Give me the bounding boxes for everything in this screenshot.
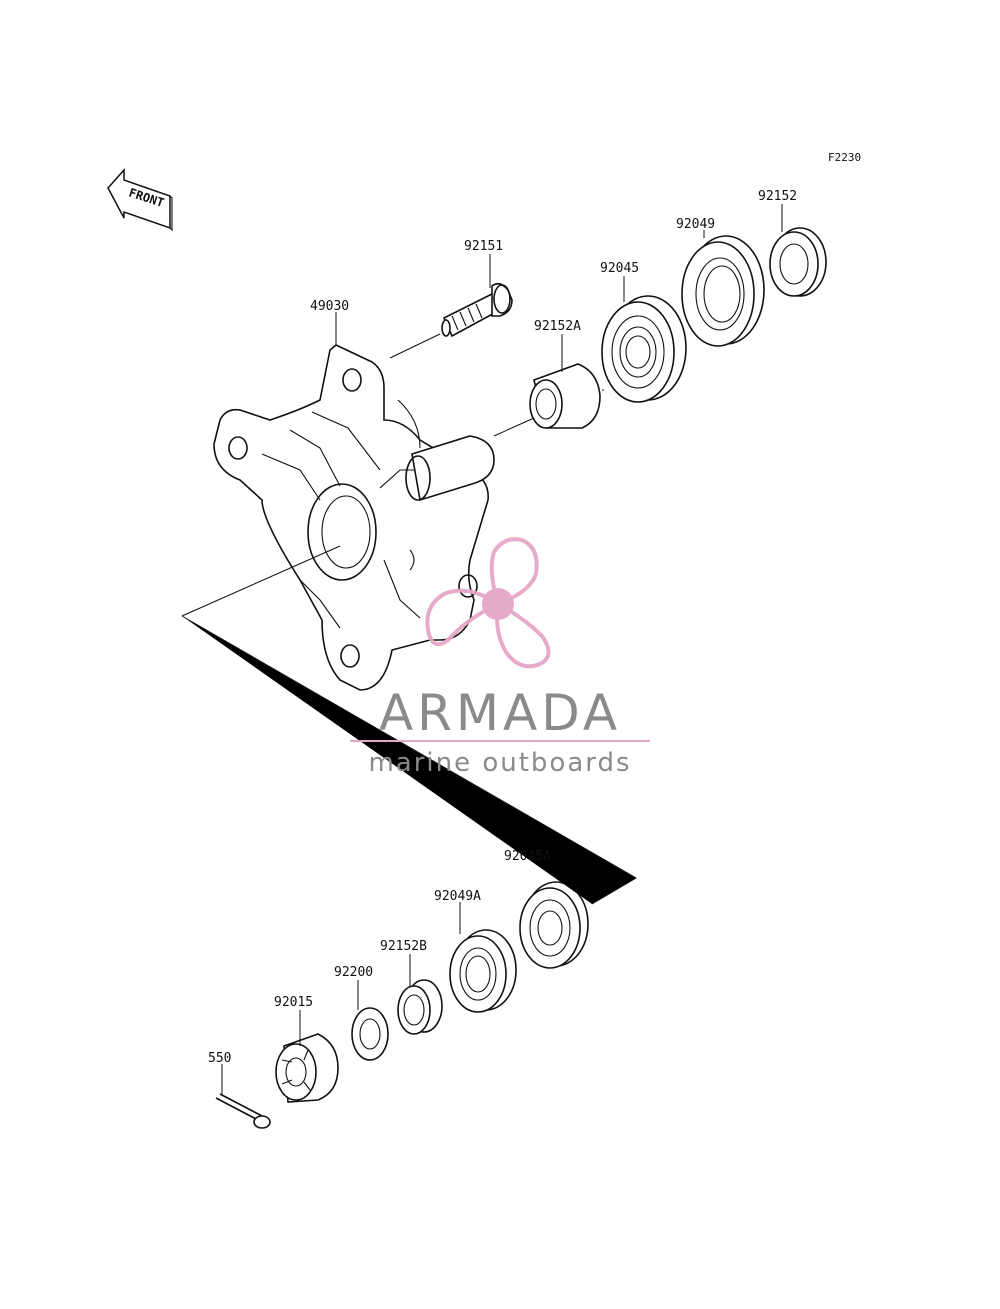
leader-lines	[221, 204, 783, 1094]
label-bearing-lower: 92045A	[504, 849, 551, 864]
label-bearing-upper: 92045	[600, 261, 639, 276]
stud-92151[interactable]	[441, 282, 513, 338]
label-collar-upper: 92152	[758, 189, 797, 204]
watermark-title: ARMADA	[379, 684, 621, 742]
diagram-code: F2230	[828, 151, 861, 164]
label-seal-lower: 92049A	[434, 889, 481, 904]
nut-92015[interactable]	[275, 1033, 339, 1103]
front-arrow-icon: FRONT	[107, 168, 173, 232]
label-nut: 92015	[274, 995, 313, 1010]
label-collar-b: 92152B	[380, 939, 427, 954]
label-seal-upper: 92049	[676, 217, 715, 232]
hub-49030[interactable]	[213, 344, 495, 691]
armada-watermark: ARMADA marine outboards	[350, 537, 650, 778]
watermark-subtitle: marine outboards	[368, 748, 631, 778]
collar-92152a[interactable]	[529, 363, 601, 429]
collar-92152b[interactable]	[397, 979, 443, 1035]
seal-92049[interactable]	[681, 235, 765, 347]
label-washer: 92200	[334, 965, 373, 980]
bearing-92045[interactable]	[601, 295, 687, 403]
alignment-lines	[181, 333, 637, 905]
bearing-92045a[interactable]	[519, 881, 589, 969]
washer-92200[interactable]	[351, 1007, 389, 1061]
label-stud: 92151	[464, 239, 503, 254]
collar-92152[interactable]	[769, 227, 827, 297]
label-collar-a: 92152A	[534, 319, 581, 334]
propeller-logo-icon	[425, 537, 551, 669]
label-hub: 49030	[310, 299, 349, 314]
cotter-pin-550[interactable]	[215, 1093, 271, 1129]
seal-92049a[interactable]	[449, 929, 517, 1013]
label-cotter-pin: 550	[208, 1051, 231, 1066]
